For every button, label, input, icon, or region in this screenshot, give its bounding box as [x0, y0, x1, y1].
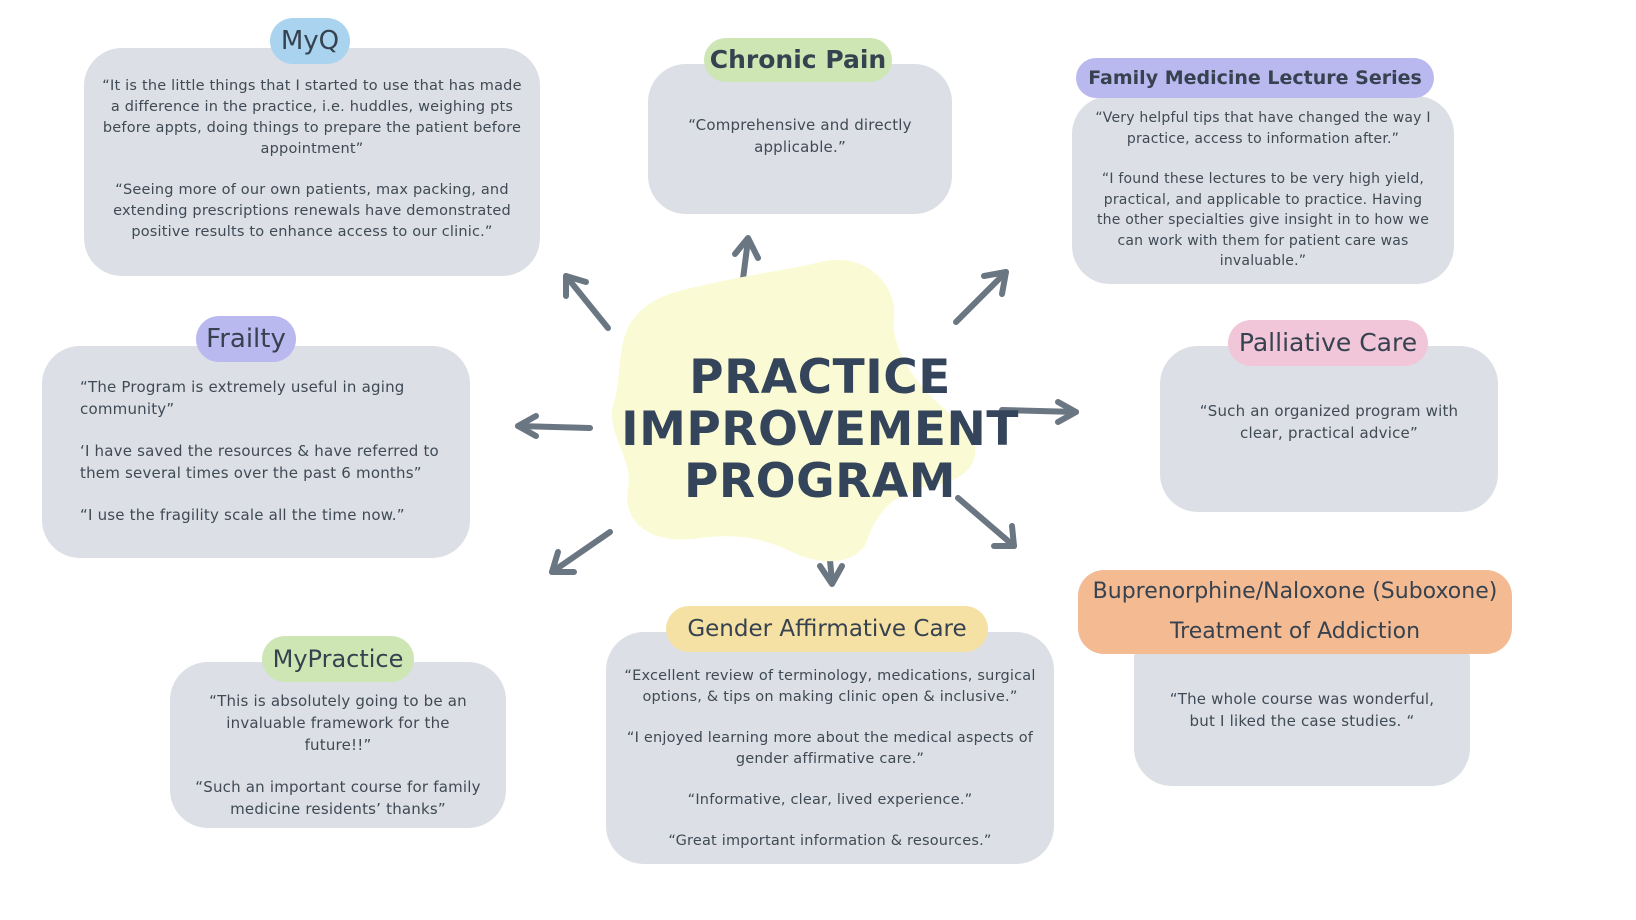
- center-title-line2: IMPROVEMENT: [621, 402, 1019, 457]
- center-title: PRACTICE IMPROVEMENT PROGRAM: [620, 352, 1020, 508]
- arrow-to-family-medicine: [953, 269, 1009, 325]
- palliative-quote-1: “Such an organized program with clear, p…: [1199, 402, 1459, 442]
- arrow-to-myq: [563, 273, 611, 331]
- gender-quotes: “Excellent review of terminology, medica…: [620, 666, 1040, 852]
- mypractice-quote-1: “This is absolutely going to be an inval…: [209, 692, 467, 754]
- frailty-title: Frailty: [196, 316, 296, 362]
- family-medicine-quotes: “Very helpful tips that have changed the…: [1090, 108, 1436, 272]
- chronic-pain-card: “Comprehensive and directly applicable.”: [648, 64, 952, 214]
- arrow-to-palliative: [999, 399, 1079, 425]
- suboxone-quotes: “The whole course was wonderful, but I l…: [1164, 688, 1440, 732]
- myq-quote-2: “Seeing more of our own patients, max pa…: [113, 182, 511, 240]
- palliative-card: “Such an organized program with clear, p…: [1160, 346, 1498, 512]
- arrow-to-frailty: [515, 413, 593, 439]
- family-medicine-card: “Very helpful tips that have changed the…: [1072, 96, 1454, 284]
- family-medicine-title: Family Medicine Lecture Series: [1076, 58, 1434, 98]
- suboxone-title-line1: Buprenorphine/Naloxone (Suboxone): [1092, 579, 1498, 604]
- center-title-line3: PROGRAM: [683, 454, 956, 509]
- arrow-to-mypractice: [549, 529, 613, 575]
- mypractice-quotes: “This is absolutely going to be an inval…: [192, 690, 484, 820]
- frailty-quotes: “The Program is extremely useful in agin…: [80, 376, 450, 526]
- mypractice-quote-2: “Such an important course for family med…: [195, 778, 481, 818]
- family-medicine-quote-2: “I found these lectures to be very high …: [1096, 171, 1430, 269]
- myq-quote-1: “It is the little things that I started …: [102, 78, 522, 157]
- frailty-quote-1: “The Program is extremely useful in agin…: [80, 378, 405, 418]
- chronic-pain-title: Chronic Pain: [704, 38, 892, 82]
- suboxone-quote-1: “The whole course was wonderful, but I l…: [1169, 690, 1435, 730]
- suboxone-title: Buprenorphine/Naloxone (Suboxone) Treatm…: [1078, 570, 1512, 654]
- frailty-quote-3: “I use the fragility scale all the time …: [80, 506, 405, 524]
- gender-title: Gender Affirmative Care: [666, 606, 988, 652]
- myq-title: MyQ: [270, 18, 350, 64]
- gender-quote-3: “Informative, clear, lived experience.”: [687, 792, 973, 808]
- palliative-title: Palliative Care: [1228, 320, 1428, 366]
- myq-card: “It is the little things that I started …: [84, 48, 540, 276]
- family-medicine-quote-1: “Very helpful tips that have changed the…: [1095, 110, 1431, 147]
- mypractice-title: MyPractice: [262, 636, 414, 682]
- arrow-to-suboxone: [955, 495, 1017, 549]
- frailty-card: “The Program is extremely useful in agin…: [42, 346, 470, 558]
- myq-quotes: “It is the little things that I started …: [102, 76, 522, 243]
- gender-quote-2: “I enjoyed learning more about the medic…: [626, 730, 1034, 767]
- suboxone-title-line2: Treatment of Addiction: [1169, 619, 1421, 644]
- gender-quote-4: “Great important information & resources…: [668, 833, 992, 849]
- gender-card: “Excellent review of terminology, medica…: [606, 632, 1054, 864]
- palliative-quotes: “Such an organized program with clear, p…: [1190, 400, 1468, 444]
- mypractice-card: “This is absolutely going to be an inval…: [170, 662, 506, 828]
- chronic-pain-quote-1: “Comprehensive and directly applicable.”: [688, 116, 912, 156]
- frailty-quote-2: ‘I have saved the resources & have refer…: [80, 442, 439, 482]
- chronic-pain-quotes: “Comprehensive and directly applicable.”: [678, 114, 922, 158]
- gender-quote-1: “Excellent review of terminology, medica…: [624, 668, 1036, 705]
- center-title-line1: PRACTICE: [689, 350, 951, 405]
